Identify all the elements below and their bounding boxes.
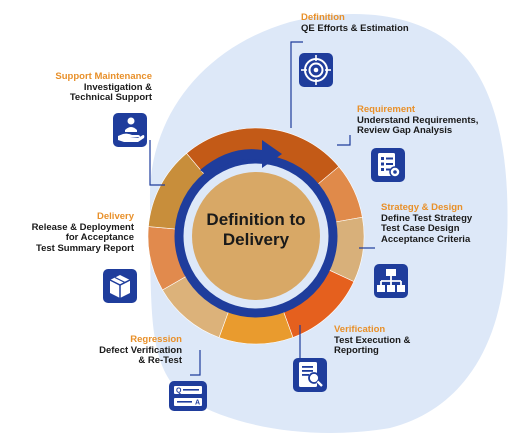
support-hand-icon [113,113,147,147]
connector-definition [290,41,303,128]
stage-definition-desc: QE Efforts & Estimation [301,22,409,34]
svg-text:A: A [195,400,200,407]
checklist-gear-icon [371,148,405,182]
stage-verification: Verification Test Execution & Reporting [334,324,484,357]
stage-regression-desc: Defect Verification & Re-Test [99,344,182,367]
report-magnifier-icon [293,358,327,392]
connector-regression [190,350,201,376]
connector-requirement [337,135,351,146]
package-box-icon [103,269,137,303]
cycle-arrow-icon [200,140,282,176]
stage-strategy-title: Strategy & Design [381,202,463,213]
stage-requirement-desc: Understand Requirements, Review Gap Anal… [357,114,479,137]
target-icon [299,53,333,87]
stage-requirement: Requirement Understand Requirements, Rev… [357,104,527,137]
stage-definition: Definition QE Efforts & Estimation [301,12,501,34]
stage-delivery: Delivery Release & Deployment for Accept… [4,211,134,255]
stage-support-title: Support Maintenance [55,71,152,82]
wheel-segments [147,127,365,345]
svg-text:Q: Q [176,388,182,395]
center-label: Definition to Delivery [206,210,306,250]
stage-regression-title: Regression [130,334,182,345]
stage-verification-title: Verification [334,324,386,335]
qa-form-icon: Q A [169,381,207,411]
stage-strategy-desc: Define Test Strategy Test Case Design Ac… [381,212,473,245]
connector-support [149,140,165,186]
stage-delivery-desc: Release & Deployment for Acceptance Test… [31,221,134,254]
stage-support: Support Maintenance Investigation & Tech… [20,71,152,104]
stage-definition-title: Definition [301,12,345,23]
stage-support-desc: Investigation & Technical Support [69,81,152,104]
stage-delivery-title: Delivery [97,211,134,222]
hierarchy-icon [374,264,408,298]
center-disc [192,172,320,300]
stage-regression: Regression Defect Verification & Re-Test [72,334,182,367]
stage-verification-desc: Test Execution & Reporting [334,334,411,357]
stage-strategy: Strategy & Design Define Test Strategy T… [381,202,529,246]
stage-requirement-title: Requirement [357,104,416,115]
